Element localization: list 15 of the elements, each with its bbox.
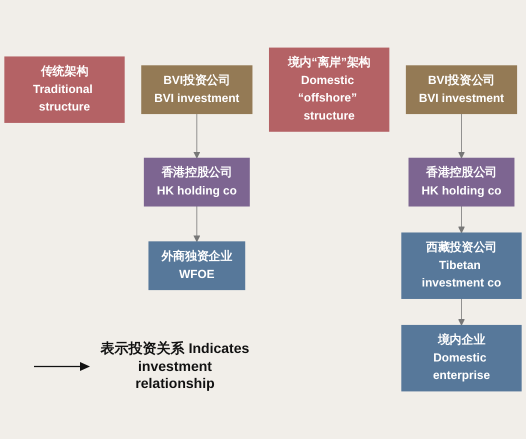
arrow xyxy=(193,206,200,242)
arrow xyxy=(193,113,200,158)
node-box: BVI投资公司 BVI investment xyxy=(406,65,518,114)
arrow xyxy=(458,113,465,158)
node-box: 境内企业 Domestic enterprise xyxy=(401,324,522,392)
node-box: 外商独资企业 WFOE xyxy=(148,241,246,290)
arrow xyxy=(458,206,465,234)
node-box: 西藏投资公司 Tibetan investment co xyxy=(401,232,522,299)
arrow xyxy=(458,298,465,326)
node-box: BVI投资公司 BVI investment xyxy=(141,65,252,114)
node-box: 传统架构 Traditional structure xyxy=(4,56,125,123)
node-box: 境内“离岸”架构 Domestic “offshore” structure xyxy=(268,48,390,132)
node-box: 香港控股公司 HK holding co xyxy=(144,158,250,207)
legend-text: 表示投资关系 Indicates investment relationship xyxy=(100,340,250,392)
node-box: 香港控股公司 HK holding co xyxy=(408,158,514,207)
